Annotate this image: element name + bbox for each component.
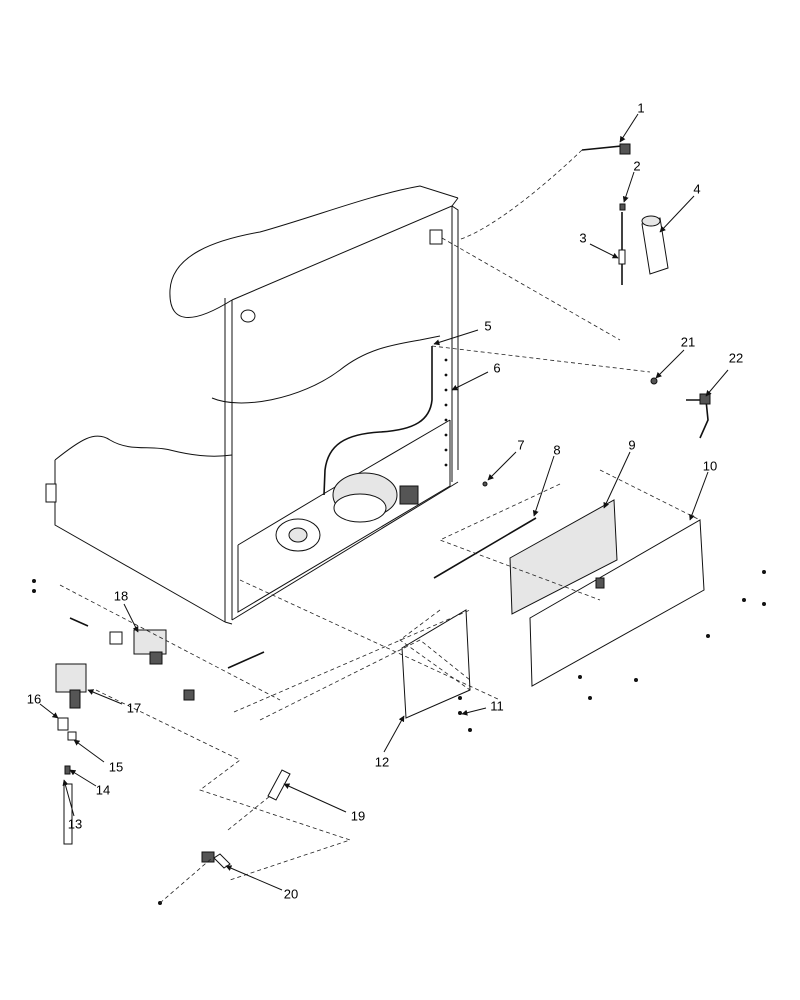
callout-6: 6 <box>493 361 500 376</box>
cabinet <box>45 185 459 625</box>
part-12-plate <box>401 609 471 719</box>
callout-4: 4 <box>693 182 700 197</box>
nut <box>183 689 195 701</box>
part-22-hose <box>686 393 711 439</box>
callout-labels: 1 2 3 4 5 6 7 8 9 10 11 12 13 14 15 16 1… <box>27 101 743 902</box>
callout-18: 18 <box>114 589 128 604</box>
callout-10: 10 <box>703 459 717 474</box>
part-7-screw <box>482 481 488 487</box>
part-4-tube <box>641 215 669 275</box>
callout-22: 22 <box>729 351 743 366</box>
callout-19: 19 <box>351 809 365 824</box>
callout-12: 12 <box>375 755 389 770</box>
callout-1: 1 <box>637 101 644 116</box>
callout-17: 17 <box>127 701 141 716</box>
callout-15: 15 <box>109 760 123 775</box>
part-9-panel <box>509 499 618 615</box>
part-16-nut <box>57 717 69 731</box>
part-10-cover <box>529 519 705 687</box>
compressor <box>332 472 419 523</box>
callout-8: 8 <box>553 443 560 458</box>
tube-segment <box>227 651 265 669</box>
part-8-strip <box>433 517 537 579</box>
condenser-fan <box>275 518 321 552</box>
part-1-bracket <box>581 143 631 155</box>
part-20-fitting <box>201 851 231 869</box>
callout-11: 11 <box>490 699 504 714</box>
screws <box>32 570 766 905</box>
callout-2: 2 <box>633 159 640 174</box>
callout-16: 16 <box>27 692 41 707</box>
callout-5: 5 <box>484 319 491 334</box>
part-18-valve <box>69 617 167 665</box>
part-21-clip <box>650 377 658 385</box>
callout-21: 21 <box>681 335 695 350</box>
part-17-valve <box>55 663 87 709</box>
callout-13: 13 <box>68 817 82 832</box>
callout-3: 3 <box>579 231 586 246</box>
part-2-3-rod <box>618 203 626 285</box>
edge-screws <box>444 358 448 467</box>
callout-20: 20 <box>284 887 298 902</box>
connector-lines <box>59 149 701 904</box>
part-19-tube <box>267 769 291 801</box>
leader-lines <box>39 113 729 891</box>
callout-7: 7 <box>517 438 524 453</box>
callout-9: 9 <box>628 438 635 453</box>
part-15-fitting <box>67 731 77 741</box>
callout-14: 14 <box>96 783 110 798</box>
